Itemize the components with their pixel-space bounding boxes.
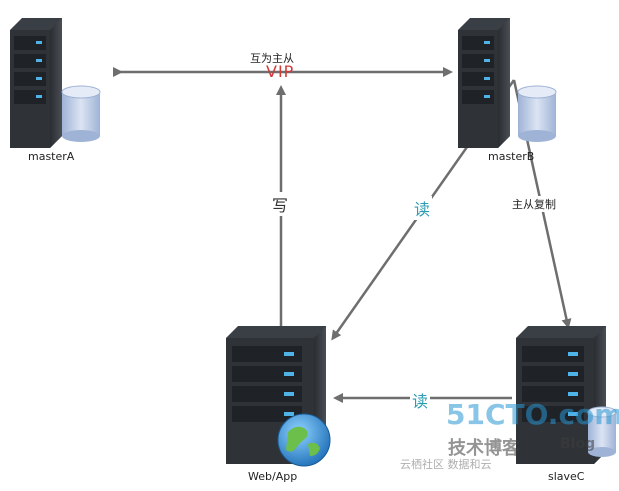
server-masterA — [10, 18, 101, 148]
server-slaveC — [516, 326, 617, 464]
edge-label-master-master: 互为主从 — [250, 52, 294, 65]
watermark-caption: 云栖社区 数据和云 — [400, 458, 492, 471]
watermark-blog: Blog — [560, 436, 596, 452]
database-icon — [61, 85, 101, 142]
edge-label-read-slaveC: 读 — [410, 388, 431, 412]
database-icon — [587, 406, 617, 457]
node-label-slaveC: slaveC — [548, 470, 585, 483]
server-web-app — [226, 326, 331, 467]
edge-label-read-masterB: 读 — [412, 196, 433, 220]
edge-label-replication: 主从复制 — [510, 196, 558, 212]
watermark-brand: 51CTO.com — [446, 398, 619, 431]
watermark-sub: 技术博客 — [448, 438, 520, 459]
database-icon — [517, 85, 557, 142]
server-masterB — [458, 18, 557, 148]
node-label-web-app: Web/App — [248, 470, 298, 483]
edge-label-write: 写 — [270, 192, 291, 216]
node-label-masterA: masterA — [28, 150, 75, 163]
vip-label: VIP — [266, 62, 295, 81]
globe-icon — [277, 413, 331, 467]
node-label-masterB: masterB — [488, 150, 535, 163]
